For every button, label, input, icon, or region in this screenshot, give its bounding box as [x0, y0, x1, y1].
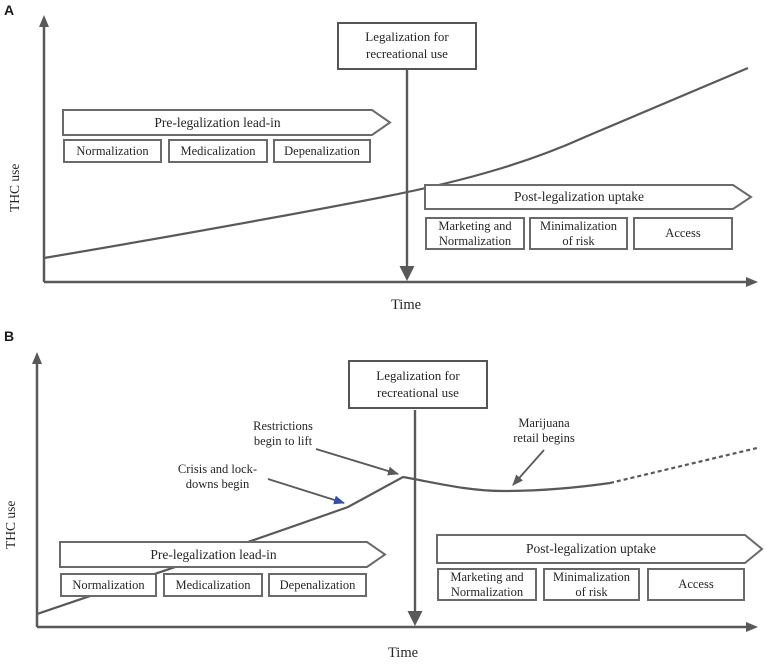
- annotation-marijuana-retail-begins: Marijuana retail begins: [513, 416, 575, 445]
- panel-b-phase-normalization: Normalization: [60, 573, 157, 597]
- panel-a-x-axis-arrowhead-icon: [746, 277, 758, 287]
- annotation-restrictions-begin-to-lift: Restrictions begin to lift: [253, 419, 313, 448]
- panel-b-thc-curve-projection-dashed: [609, 446, 758, 485]
- panel-b-post-legalization-banner-label: Post-legalization uptake: [525, 541, 657, 556]
- panel-b-phase-minimalization-of-risk: Minimalization of risk: [543, 568, 640, 601]
- panel-a-y-axis-arrowhead-icon: [39, 15, 49, 27]
- panel-a-event-arrowhead-icon: [399, 266, 415, 281]
- panel-a-phase-minimalization-of-risk: Minimalization of risk: [529, 217, 628, 250]
- panel-a-phase-access: Access: [633, 217, 733, 250]
- panel-a-post-legalization-banner-label: Post-legalization uptake: [513, 189, 645, 204]
- panel-b-y-axis-label: THC use: [3, 500, 18, 550]
- crisis-leader-arrow: [267, 478, 345, 505]
- panel-a-label: A: [4, 2, 15, 18]
- panel-a-phase-normalization: Normalization: [63, 139, 162, 163]
- panel-b-post-legalization-banner-shape: [436, 534, 764, 564]
- panel-b-pre-legalization-banner-label: Pre-legalization lead-in: [150, 546, 277, 562]
- panel-b-phase-medicalization: Medicalization: [163, 573, 263, 597]
- panel-a-phase-medicalization: Medicalization: [168, 139, 268, 163]
- panel-b-phase-depenalization: Depenalization: [268, 573, 367, 597]
- panel-b-phase-marketing-normalization: Marketing and Normalization: [437, 568, 537, 601]
- panel-b-x-axis-label: Time: [387, 645, 419, 661]
- panel-b-phase-access: Access: [647, 568, 745, 601]
- panel-b-pre-legalization-banner-shape: [59, 541, 387, 568]
- panel-a-post-legalization-banner-shape: [424, 184, 753, 210]
- panel-a-phase-marketing-normalization: Marketing and Normalization: [425, 217, 525, 250]
- panel-b-label: B: [4, 328, 15, 344]
- panel-a-phase-depenalization: Depenalization: [273, 139, 371, 163]
- panel-a-thc-curve: [43, 66, 749, 260]
- restrictions-leader-arrow: [315, 448, 399, 476]
- panel-a-pre-legalization-banner-label: Pre-legalization lead-in: [154, 114, 281, 130]
- panel-b-event-arrowhead-icon: [407, 611, 423, 626]
- marijuana-leader-arrow: [512, 449, 545, 486]
- panel-b-legalization-box: Legalization for recreational use: [348, 360, 488, 409]
- panel-b-x-axis-arrowhead-icon: [746, 622, 758, 632]
- panel-a-legalization-box: Legalization for recreational use: [337, 22, 477, 70]
- panel-a-y-axis-label: THC use: [7, 163, 22, 213]
- panel-a-pre-legalization-banner-shape: [62, 109, 392, 136]
- panel-b-y-axis-arrowhead-icon: [32, 352, 42, 364]
- annotation-crisis-and-lockdowns-begin: Crisis and lock-downs begin: [177, 462, 258, 491]
- panel-a-x-axis-label: Time: [390, 297, 422, 313]
